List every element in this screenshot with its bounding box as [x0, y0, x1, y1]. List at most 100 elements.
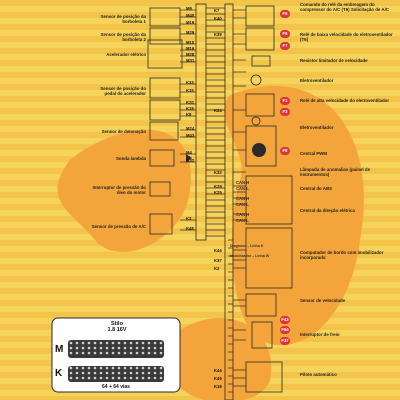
left-label-knock: Sensor de detonação [101, 129, 146, 134]
bus-line-label: CAN H [236, 212, 250, 217]
connector-pin [135, 341, 139, 345]
fuse-badge: F8 [280, 147, 290, 155]
connector-pin [141, 376, 145, 380]
ecu-pin: M9 [186, 6, 192, 11]
bus-line-label: Diagnose – Linha K [230, 244, 264, 248]
right-pin: K45 [214, 376, 222, 381]
connector-pin [81, 376, 85, 380]
connector-pin [81, 366, 85, 370]
speed-sensor-box [245, 293, 277, 317]
bus-line-label: CAN H [236, 180, 250, 185]
connector-pin [93, 341, 97, 345]
connector-pin [117, 371, 121, 375]
connector-pin [147, 366, 151, 370]
connector-title: Stilo [111, 321, 123, 327]
connector-pin [129, 351, 133, 355]
ecu-pin: M4 [186, 150, 192, 155]
connector-k-pins [69, 366, 163, 380]
resistor-box [251, 55, 271, 67]
fan-motor-1 [250, 74, 262, 86]
connector-pin [147, 376, 151, 380]
left-label-tps1: Sensor de posição da borboleta 1 [100, 14, 146, 24]
connector-pin [117, 351, 121, 355]
ecu-pin: M29 [186, 30, 195, 35]
connector-pin [123, 351, 127, 355]
left-label-throttle: Acelerador elétrico [106, 52, 146, 57]
connector-pin [81, 341, 85, 345]
connector-pin [105, 371, 109, 375]
connector-pin [135, 351, 139, 355]
fuse-badge: F7 [280, 42, 290, 50]
connector-pin [153, 351, 157, 355]
connector-pin [147, 371, 151, 375]
ecu-pin: M19 [186, 20, 195, 25]
connector-pin [153, 376, 157, 380]
right-label-resistor: Resistor limitador de velocidade [300, 58, 368, 63]
connector-pin [141, 366, 145, 370]
connector-m-pins [69, 341, 163, 355]
fan-motor-2 [251, 116, 261, 126]
connector-pin [135, 376, 139, 380]
connector-pin [75, 351, 79, 355]
ecu-pin: M28 [186, 52, 195, 57]
right-label-speed-sensor: Sensor de velocidade [300, 298, 346, 303]
fuse-badge: F64 [280, 326, 290, 334]
right-pin: K32 [214, 170, 222, 175]
ecu-pin: M40 [186, 13, 195, 18]
pwm-transistor [252, 143, 266, 157]
connector-pin [147, 341, 151, 345]
fuse-badge: F5 [280, 10, 290, 18]
connector-pin [99, 346, 103, 350]
ecu-pin: K20 [186, 100, 194, 105]
cruise-control-box [245, 361, 283, 393]
connector-pin [129, 346, 133, 350]
connector-pin [93, 346, 97, 350]
connector-pin [159, 341, 163, 345]
connector-pin [105, 351, 109, 355]
ecu-right-column [224, 3, 234, 400]
pwm-central-box [245, 125, 277, 167]
abs-steering-box [245, 175, 293, 225]
right-pin: K24 [214, 108, 222, 113]
connector-pin [69, 351, 73, 355]
connector-letter-k: K [55, 368, 63, 379]
connector-pin [117, 376, 121, 380]
right-label-fan1: Eletroventilador [300, 78, 334, 83]
fuse-badge: F1 [280, 97, 290, 105]
connector-pin [117, 346, 121, 350]
connector-pin [75, 371, 79, 375]
connector-pin [93, 371, 97, 375]
connector-pin [69, 346, 73, 350]
connector-pin [75, 376, 79, 380]
connector-pin [111, 341, 115, 345]
connector-pin [99, 351, 103, 355]
connector-pin [123, 346, 127, 350]
right-label-ac-relay: Comando do relé da embreagem do compress… [300, 2, 389, 12]
connector-pin [159, 376, 163, 380]
right-pin: K44 [214, 248, 222, 253]
connector-pin [93, 376, 97, 380]
connector-pin [99, 371, 103, 375]
tps2-sensor-box [149, 27, 181, 45]
connector-pin [99, 341, 103, 345]
fuse-badge: F6 [280, 30, 290, 38]
bus-line-label: Imobilizador – Linha W [230, 254, 270, 258]
connector-pin [111, 371, 115, 375]
pedal-sensor-box-1 [149, 77, 181, 99]
connector-pin [105, 366, 109, 370]
connector-pin [99, 366, 103, 370]
wires [180, 7, 246, 393]
ecu-pin: K8 [186, 112, 192, 117]
connector-pin [117, 341, 121, 345]
left-label-ac-pressure: Sensor de pressão de A/C [91, 224, 146, 229]
left-label-oil: Interruptor de pressão do óleo do motor [92, 185, 146, 195]
connector-pin [129, 376, 133, 380]
right-label-cruise: Piloto automático [300, 372, 337, 377]
right-label-steering: Central da direção elétrica [300, 208, 355, 213]
right-label-pwm: Central PWM [300, 151, 328, 156]
ac-pressure-box [149, 213, 173, 235]
ecu-pin: K3 [186, 216, 192, 221]
right-pin: K44 [214, 368, 222, 373]
oil-switch-box [149, 181, 171, 197]
